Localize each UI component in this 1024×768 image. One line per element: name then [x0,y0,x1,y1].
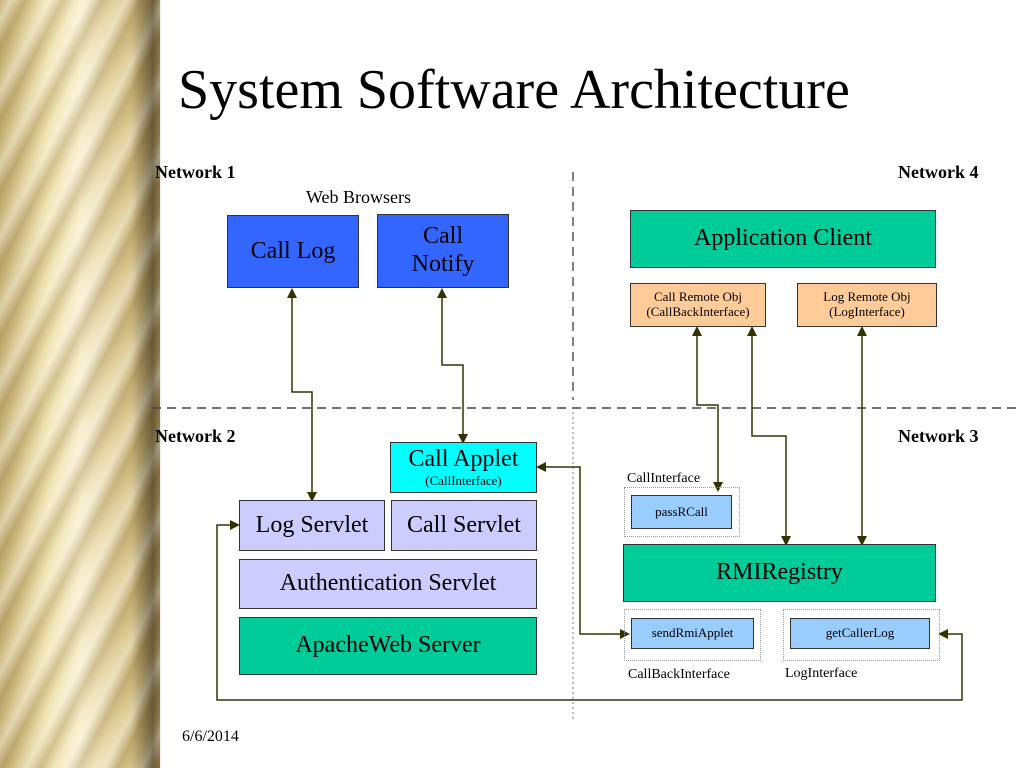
network-2-label: Network 2 [155,426,236,446]
pass-r-call-label: passRCall [655,503,708,519]
call-servlet-label: Call Servlet [407,511,521,538]
connector-callapplet-sendrmiapplet [536,462,630,639]
log-remote-obj-label-line2: (LogInterface) [829,304,905,319]
authentication-servlet-label: Authentication Servlet [279,570,497,597]
call-applet-label: Call Applet [408,446,519,473]
call-servlet-box: Call Servlet [391,500,537,551]
apache-web-server-label: ApacheWeb Server [295,632,481,659]
connector-callnotify-callapplet [437,288,468,444]
network-4-label: Network 4 [898,162,979,182]
application-client-box: Application Client [630,210,936,268]
network-1-label: Network 1 [155,162,236,182]
call-log-box: Call Log [227,215,359,288]
call-applet-interface-label: (CallInterface) [425,472,502,488]
connector-calllog-logservlet [287,288,317,502]
log-servlet-box: Log Servlet [239,500,385,551]
log-interface-label: LogInterface [785,666,858,681]
call-interface-group [624,487,740,537]
connector-getcallerlog-logservlet [216,520,963,701]
get-caller-log-label: getCallerLog [825,625,895,641]
connector-callremote-rmiregistry [747,326,791,546]
callback-interface-label: CallBackInterface [628,667,730,682]
web-browsers-label: Web Browsers [306,187,412,207]
call-remote-obj-label-line2: (CallBackInterface) [646,304,750,319]
footer-date: 6/6/2014 [182,728,239,745]
log-remote-obj-label-line1: Log Remote Obj [823,289,911,305]
log-interface-group [783,609,940,661]
side-bar-shadow [132,0,162,768]
log-remote-obj-box: Log Remote Obj (LogInterface) [797,283,937,327]
page-title: System Software Architecture [178,59,850,121]
rmi-registry-box: RMIRegistry [623,544,936,602]
get-caller-log-box: getCallerLog [790,618,930,649]
call-log-label: Call Log [250,237,336,264]
authentication-servlet-box: Authentication Servlet [239,559,537,609]
application-client-label: Application Client [694,225,872,252]
call-applet-box: Call Applet (CallInterface) [390,442,537,493]
call-notify-label-line1: Call [423,223,463,250]
decorative-side-bar [0,0,160,768]
call-notify-label-line2: Notify [411,251,475,277]
apache-web-server-box: ApacheWeb Server [239,617,537,675]
callback-interface-group [624,609,761,661]
call-remote-obj-box: Call Remote Obj (CallBackInterface) [630,283,766,327]
send-rmi-applet-label: sendRmiApplet [651,625,734,641]
pass-r-call-box: passRCall [631,495,732,529]
connector-callremote-passrcall [692,326,723,492]
network-3-label: Network 3 [898,426,979,446]
send-rmi-applet-box: sendRmiApplet [631,618,754,649]
call-interface-label: CallInterface [627,471,701,486]
rmi-registry-label: RMIRegistry [716,559,843,586]
call-notify-box: Call Notify [377,214,509,288]
call-remote-obj-label-line1: Call Remote Obj [653,289,743,305]
log-servlet-label: Log Servlet [255,511,369,538]
